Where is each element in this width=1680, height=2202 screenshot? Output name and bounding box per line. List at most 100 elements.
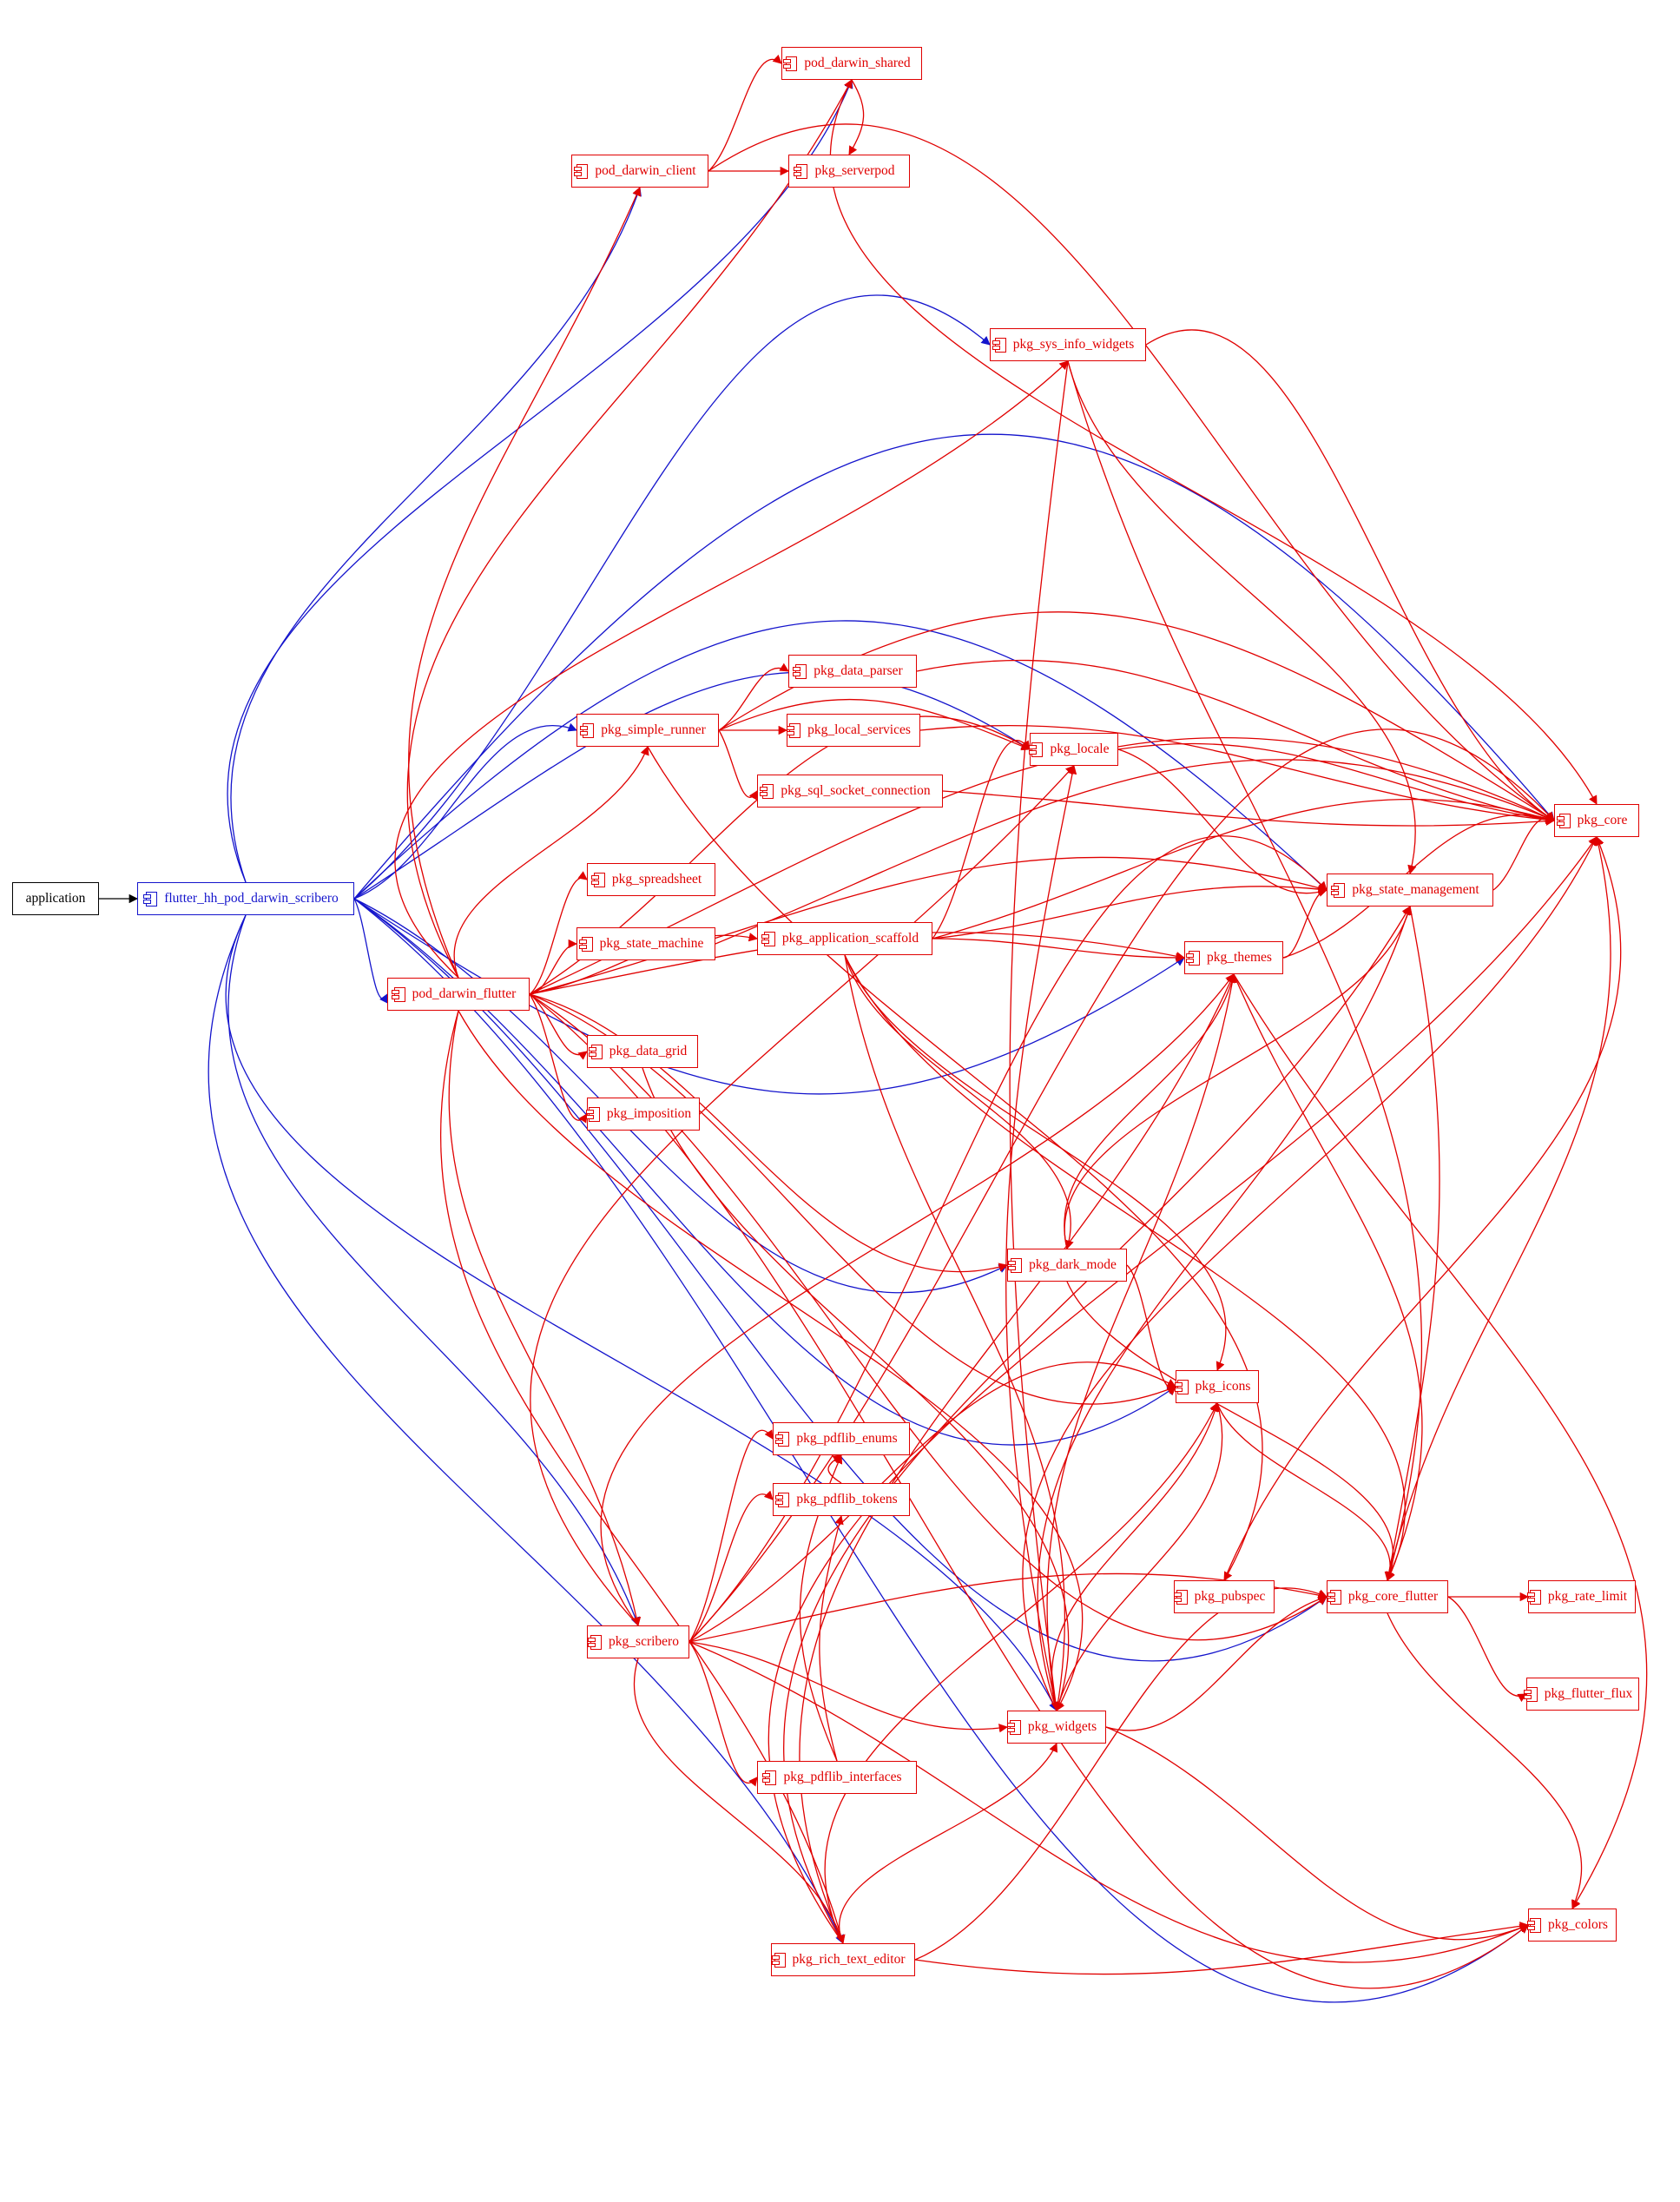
node-pkg_sql_socket_connection[interactable]: pkg_sql_socket_connection bbox=[757, 775, 943, 808]
node-pkg_widgets[interactable]: pkg_widgets bbox=[1006, 1711, 1106, 1744]
edge-pkg_state_management-to-pkg_core_flutter bbox=[1384, 906, 1440, 1582]
node-label: pkg_application_scaffold bbox=[781, 931, 919, 946]
node-flutter_hh_pod_darwin_scribero[interactable]: flutter_hh_pod_darwin_scribero bbox=[137, 882, 354, 915]
node-label: pkg_serverpod bbox=[814, 163, 895, 178]
node-label: pkg_colors bbox=[1548, 1917, 1608, 1932]
component-icon bbox=[1527, 1917, 1542, 1933]
edge-pod_darwin_flutter-to-pod_darwin_shared bbox=[406, 79, 853, 979]
node-label: pkg_simple_runner bbox=[601, 722, 706, 737]
edge-pkg_dark_mode-to-pkg_themes bbox=[1064, 972, 1236, 1249]
node-label: pkg_sys_info_widgets bbox=[1012, 337, 1135, 352]
node-pkg_state_machine[interactable]: pkg_state_machine bbox=[576, 927, 715, 960]
edge-pkg_simple_runner-to-pkg_locale bbox=[718, 698, 1031, 751]
component-icon bbox=[1523, 1686, 1538, 1702]
node-label: pod_darwin_flutter bbox=[412, 986, 517, 1001]
edge-flutter_hh_pod_darwin_scribero-to-pkg_dark_mode bbox=[353, 898, 1008, 1294]
node-label: pkg_pdflib_enums bbox=[796, 1431, 898, 1446]
node-label: pkg_themes bbox=[1207, 950, 1272, 965]
component-icon bbox=[590, 872, 605, 887]
node-pkg_core_flutter[interactable]: pkg_core_flutter bbox=[1327, 1580, 1448, 1613]
edge-pkg_scribero-to-pkg_pdflib_enums bbox=[688, 1429, 774, 1643]
edge-pkg_pubspec-to-pkg_core bbox=[1223, 836, 1622, 1581]
node-pkg_pubspec[interactable]: pkg_pubspec bbox=[1173, 1580, 1275, 1613]
node-pkg_flutter_flux[interactable]: pkg_flutter_flux bbox=[1523, 1678, 1639, 1711]
node-pkg_state_management[interactable]: pkg_state_management bbox=[1327, 874, 1493, 907]
edge-pkg_local_services-to-pkg_core bbox=[919, 725, 1556, 825]
node-pkg_core[interactable]: pkg_core bbox=[1554, 804, 1639, 837]
edge-pkg_application_scaffold-to-pkg_core_flutter bbox=[844, 954, 1406, 1581]
edge-pkg_scribero-to-pkg_themes bbox=[600, 973, 1235, 1626]
node-pkg_serverpod[interactable]: pkg_serverpod bbox=[788, 155, 910, 188]
edge-pod_darwin_flutter-to-pkg_dark_mode bbox=[529, 993, 1009, 1273]
edge-pkg_locale-to-pkg_core bbox=[1117, 742, 1556, 824]
component-icon bbox=[588, 1634, 603, 1650]
component-icon bbox=[580, 722, 595, 738]
component-icon bbox=[588, 1044, 603, 1059]
component-icon bbox=[585, 1106, 600, 1122]
edge-flutter_hh_pod_darwin_scribero-to-pkg_locale bbox=[353, 671, 1031, 900]
node-pod_darwin_flutter[interactable]: pod_darwin_flutter bbox=[387, 978, 530, 1011]
edge-pkg_dark_mode-to-pkg_state_management bbox=[1064, 905, 1413, 1249]
node-pkg_data_parser[interactable]: pkg_data_parser bbox=[788, 655, 917, 688]
edge-pkg_sys_info_widgets-to-pkg_state_management bbox=[1067, 360, 1417, 875]
component-icon bbox=[992, 337, 1006, 353]
node-pkg_pdflib_interfaces[interactable]: pkg_pdflib_interfaces bbox=[757, 1761, 917, 1794]
node-pkg_data_grid[interactable]: pkg_data_grid bbox=[587, 1035, 698, 1068]
edge-pod_darwin_flutter-to-pod_darwin_client bbox=[408, 187, 641, 979]
component-icon bbox=[1029, 742, 1044, 757]
node-label: pkg_state_machine bbox=[599, 936, 704, 951]
node-label: pkg_pdflib_tokens bbox=[796, 1492, 898, 1506]
node-pkg_rich_text_editor[interactable]: pkg_rich_text_editor bbox=[771, 1943, 915, 1976]
component-icon bbox=[793, 663, 807, 679]
node-pkg_sys_info_widgets[interactable]: pkg_sys_info_widgets bbox=[990, 328, 1146, 361]
edge-pkg_rich_text_editor-to-pkg_widgets bbox=[839, 1743, 1058, 1944]
edge-pkg_scribero-to-pkg_locale bbox=[530, 765, 1075, 1626]
edge-pkg_sys_info_widgets-to-pkg_core bbox=[1145, 329, 1555, 821]
node-pkg_imposition[interactable]: pkg_imposition bbox=[585, 1098, 700, 1131]
edge-pkg_widgets-to-pkg_locale bbox=[1005, 764, 1077, 1711]
edge-pod_darwin_flutter-to-pkg_scribero bbox=[448, 1010, 642, 1627]
node-pkg_spreadsheet[interactable]: pkg_spreadsheet bbox=[587, 863, 715, 896]
component-icon bbox=[771, 1952, 786, 1968]
component-icon bbox=[762, 1770, 777, 1785]
node-pkg_application_scaffold[interactable]: pkg_application_scaffold bbox=[757, 922, 932, 955]
node-label: pkg_flutter_flux bbox=[1544, 1686, 1633, 1701]
edge-pkg_sys_info_widgets-to-pkg_widgets bbox=[1009, 360, 1069, 1712]
edge-pkg_data_parser-to-pkg_core bbox=[916, 659, 1556, 824]
node-pkg_themes[interactable]: pkg_themes bbox=[1184, 941, 1283, 974]
edge-flutter_hh_pod_darwin_scribero-to-pkg_rich_text_editor bbox=[208, 914, 844, 1944]
edge-pkg_dark_mode-to-pkg_core_flutter bbox=[1066, 1281, 1395, 1581]
node-pkg_dark_mode[interactable]: pkg_dark_mode bbox=[1007, 1249, 1127, 1282]
node-application: application bbox=[12, 882, 99, 915]
edge-pkg_widgets-to-pkg_core_flutter bbox=[1105, 1594, 1328, 1731]
node-pkg_pdflib_tokens[interactable]: pkg_pdflib_tokens bbox=[773, 1483, 910, 1516]
edge-pkg_simple_runner-to-pkg_data_parser bbox=[718, 663, 789, 731]
edge-pkg_application_scaffold-to-pkg_themes bbox=[932, 938, 1186, 963]
node-pkg_locale[interactable]: pkg_locale bbox=[1029, 733, 1118, 766]
node-pkg_rate_limit[interactable]: pkg_rate_limit bbox=[1526, 1580, 1636, 1613]
node-pkg_simple_runner[interactable]: pkg_simple_runner bbox=[576, 714, 719, 747]
node-pod_darwin_client[interactable]: pod_darwin_client bbox=[571, 155, 708, 188]
edge-pkg_widgets-to-pkg_icons bbox=[1051, 1401, 1220, 1711]
node-pod_darwin_shared[interactable]: pod_darwin_shared bbox=[781, 47, 922, 80]
node-pkg_icons[interactable]: pkg_icons bbox=[1174, 1370, 1259, 1403]
node-label: pkg_spreadsheet bbox=[611, 872, 702, 887]
component-icon bbox=[783, 56, 798, 71]
node-label: pkg_rich_text_editor bbox=[792, 1952, 906, 1967]
node-pkg_colors[interactable]: pkg_colors bbox=[1527, 1909, 1617, 1942]
edge-pkg_icons-to-pkg_widgets bbox=[1054, 1402, 1223, 1712]
node-label: pkg_core_flutter bbox=[1347, 1589, 1439, 1604]
node-pkg_local_services[interactable]: pkg_local_services bbox=[787, 714, 920, 747]
node-pkg_pdflib_enums[interactable]: pkg_pdflib_enums bbox=[773, 1422, 910, 1455]
edge-pkg_themes-to-pkg_core_flutter bbox=[1233, 973, 1423, 1581]
edge-flutter_hh_pod_darwin_scribero-to-pod_darwin_flutter bbox=[353, 898, 388, 1004]
node-label: pkg_sql_socket_connection bbox=[781, 783, 931, 798]
node-label: pkg_data_parser bbox=[814, 663, 903, 678]
node-pkg_scribero[interactable]: pkg_scribero bbox=[587, 1625, 689, 1658]
edge-pkg_widgets-to-pkg_colors bbox=[1105, 1726, 1529, 1941]
edge-flutter_hh_pod_darwin_scribero-to-pkg_state_management bbox=[353, 620, 1328, 900]
edge-pkg_rich_text_editor-to-pkg_core bbox=[768, 836, 1598, 1944]
node-label: pkg_core bbox=[1577, 813, 1628, 827]
